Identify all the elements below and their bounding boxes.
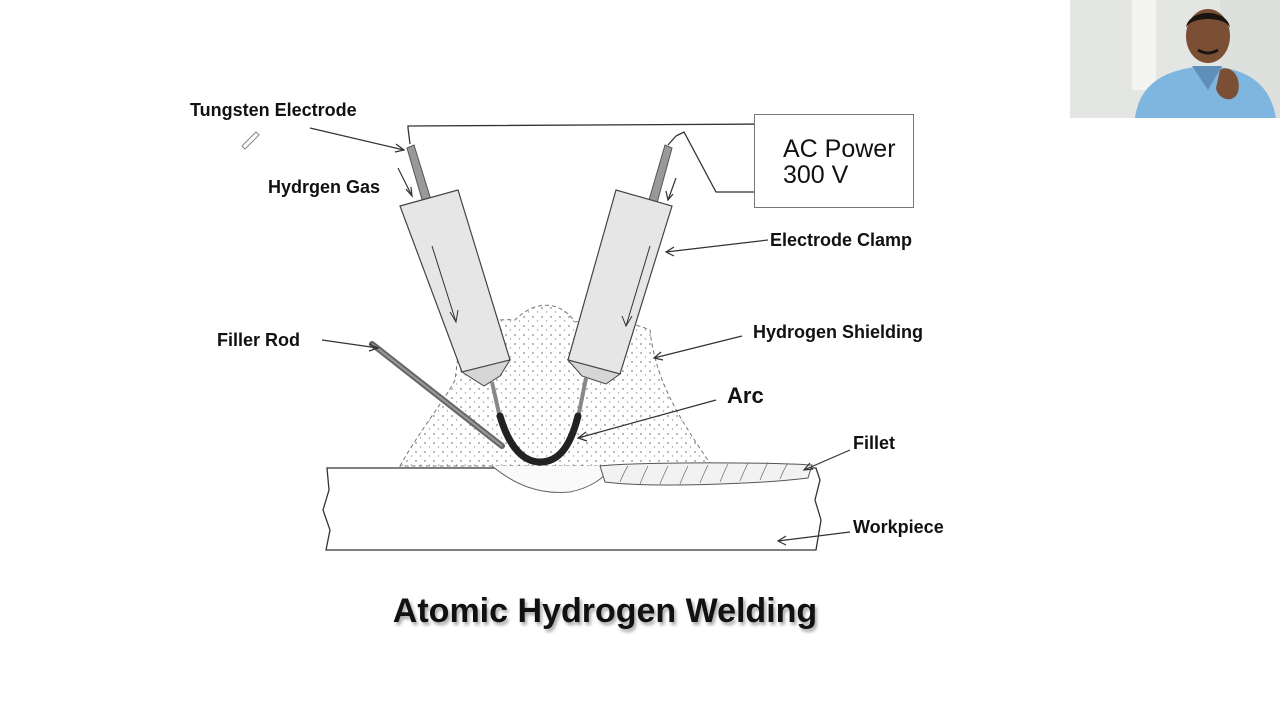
slide-title: Atomic Hydrogen Welding <box>392 592 818 630</box>
ac-power-box: AC Power 300 V <box>754 114 914 208</box>
label-filler-rod: Filler Rod <box>217 330 301 350</box>
label-arc: Arc <box>727 383 764 408</box>
arc-flame <box>496 412 582 466</box>
workpiece-plate <box>322 467 822 551</box>
label-electrode-clamp: Electrode Clamp <box>770 230 913 250</box>
label-hydrogen-gas: Hydrgen Gas <box>268 177 381 197</box>
power-line-1: AC Power <box>783 135 896 163</box>
label-workpiece: Workpiece <box>853 517 944 537</box>
leader-lines <box>309 127 851 546</box>
presenter-avatar <box>1070 0 1280 118</box>
power-wire-right <box>675 131 770 193</box>
label-hydrogen-shielding: Hydrogen Shielding <box>753 322 924 342</box>
power-wire-left <box>407 123 771 128</box>
fillet-bead <box>599 462 813 486</box>
label-tungsten-electrode: Tungsten Electrode <box>190 100 357 120</box>
label-fillet: Fillet <box>853 433 896 453</box>
power-line-2: 300 V <box>783 161 849 189</box>
left-electrode-clamp <box>399 189 511 373</box>
presenter-webcam <box>1070 0 1280 118</box>
right-electrode-clamp <box>567 189 673 375</box>
pen-cursor-icon <box>241 131 260 150</box>
weld-pool <box>491 465 613 494</box>
right-tungsten-electrode <box>648 144 673 204</box>
bead-ripples <box>619 461 789 485</box>
